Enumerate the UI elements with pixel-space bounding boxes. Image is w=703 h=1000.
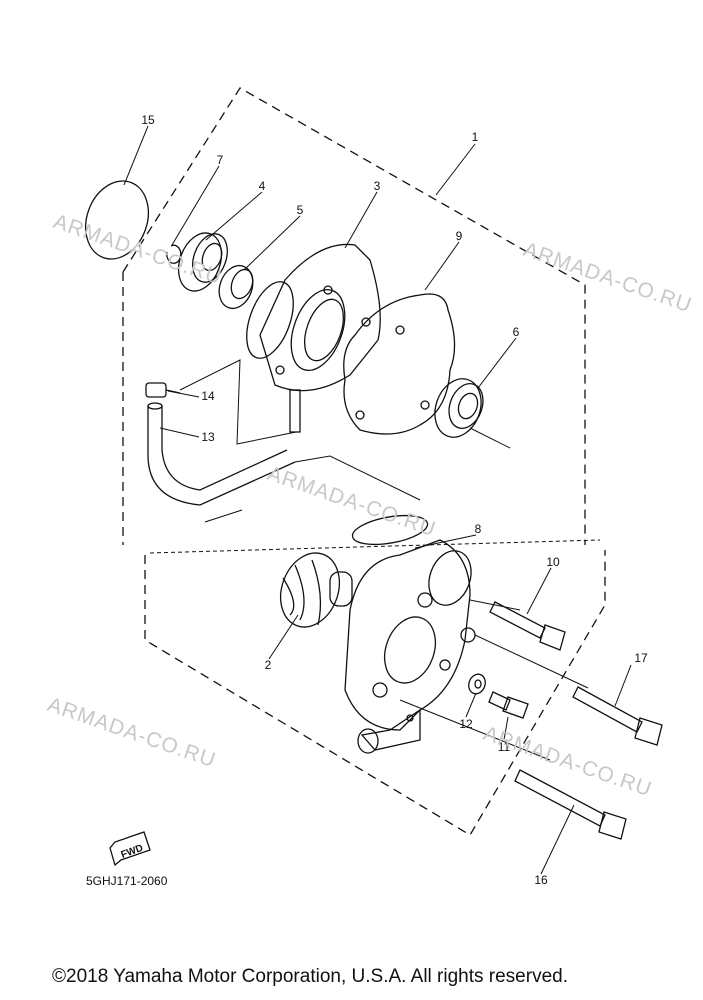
part-label-14: 14: [201, 389, 215, 403]
part-label-13: 13: [201, 430, 215, 444]
part-label-16: 16: [534, 873, 548, 887]
oil-seal-part: [218, 264, 254, 310]
leader-lines: [123, 125, 632, 875]
copyright-notice: ©2018 Yamaha Motor Corporation, U.S.A. A…: [52, 966, 568, 987]
seal-bearing-part: [434, 378, 484, 438]
part-label-3: 3: [374, 179, 381, 193]
impeller-part: [280, 552, 353, 628]
fwd-arrow-icon: FWD: [109, 831, 151, 867]
hose-part: [147, 402, 296, 506]
part-label-7: 7: [217, 153, 224, 167]
part-label-17: 17: [634, 651, 648, 665]
assembly-guide-lines: [179, 359, 589, 761]
washer-part: [468, 673, 486, 695]
part-label-15: 15: [141, 113, 155, 127]
part-label-12: 12: [459, 717, 473, 731]
part-label-8: 8: [475, 522, 482, 536]
bolt-17-part: [572, 686, 663, 746]
hose-clamp-part: [145, 382, 181, 398]
bolt-11-part: [488, 691, 529, 719]
part-label-1: 1: [472, 130, 479, 144]
bolt-16-part: [514, 769, 627, 840]
dashed-seam-line: [149, 539, 601, 554]
part-label-9: 9: [456, 229, 463, 243]
diagram-code: 5GHJ171-2060: [86, 874, 168, 888]
bearing-part: [177, 232, 228, 292]
water-pump-body-part: [344, 514, 476, 754]
dashed-assembly-outline-upper: [122, 87, 586, 545]
o-ring-part: [85, 180, 149, 260]
part-label-4: 4: [259, 179, 266, 193]
part-label-10: 10: [546, 555, 560, 569]
part-label-5: 5: [297, 203, 304, 217]
pump-housing-cover-part: [246, 243, 381, 433]
bolt-10-part: [489, 601, 566, 651]
part-label-2: 2: [265, 658, 272, 672]
part-label-11: 11: [498, 740, 511, 754]
part-label-6: 6: [513, 325, 520, 339]
gasket-part: [343, 293, 456, 435]
